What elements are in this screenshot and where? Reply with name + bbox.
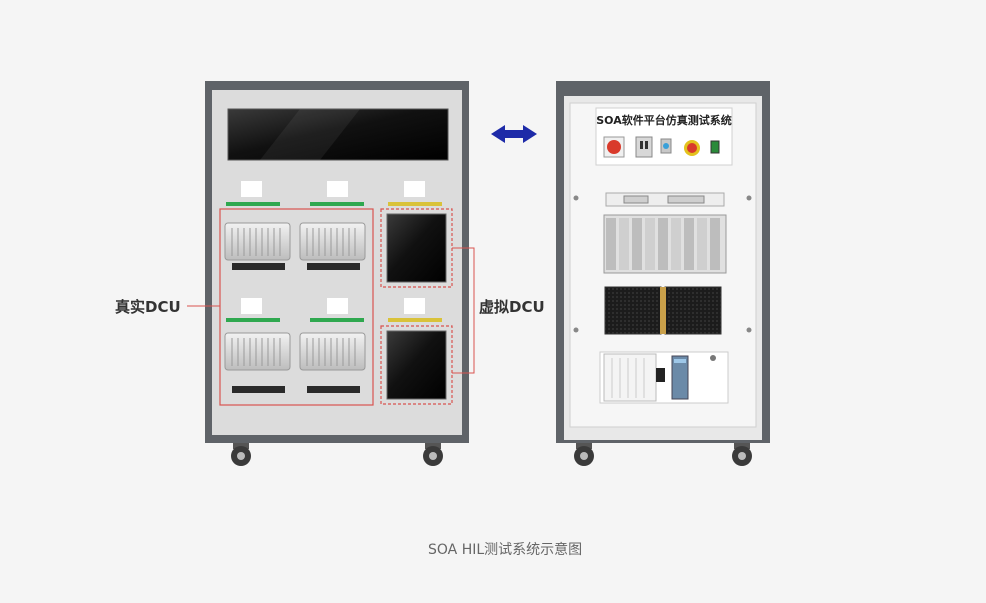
- real-dcu-label: 真实DCU: [115, 298, 181, 316]
- control-switches: [603, 136, 720, 158]
- virtual-dcu-bracket: [452, 247, 475, 374]
- dcu-unit: [224, 222, 291, 270]
- real-dcu-box: [219, 208, 374, 406]
- wide-monitor: [227, 108, 449, 161]
- panel-title: SOA软件平台仿真测试系统: [596, 113, 732, 127]
- virtual-dcu-label: 虚拟DCU: [479, 298, 545, 316]
- industrial-pc: [599, 351, 729, 404]
- io-card-rack: [603, 214, 727, 274]
- right-cabinet: [556, 81, 770, 466]
- figure-caption: SOA HIL测试系统示意图: [428, 542, 583, 558]
- dcu-unit: [299, 332, 366, 393]
- status-strip-green: [226, 202, 280, 206]
- left-cabinet: [205, 81, 469, 466]
- caster-wheel: [574, 443, 594, 466]
- status-strip-green: [310, 202, 364, 206]
- caster-wheel: [231, 443, 251, 466]
- ventilation-panel: [604, 286, 722, 335]
- virtual-dcu-box: [380, 325, 453, 405]
- dcu-unit: [224, 332, 291, 393]
- bidirectional-arrow: [491, 125, 537, 143]
- caster-wheel: [423, 443, 443, 466]
- dcu-unit: [299, 222, 366, 270]
- status-strip-yellow: [388, 202, 442, 206]
- caster-wheel: [732, 443, 752, 466]
- virtual-dcu-screen: [386, 330, 447, 400]
- virtual-dcu-screen: [386, 213, 447, 283]
